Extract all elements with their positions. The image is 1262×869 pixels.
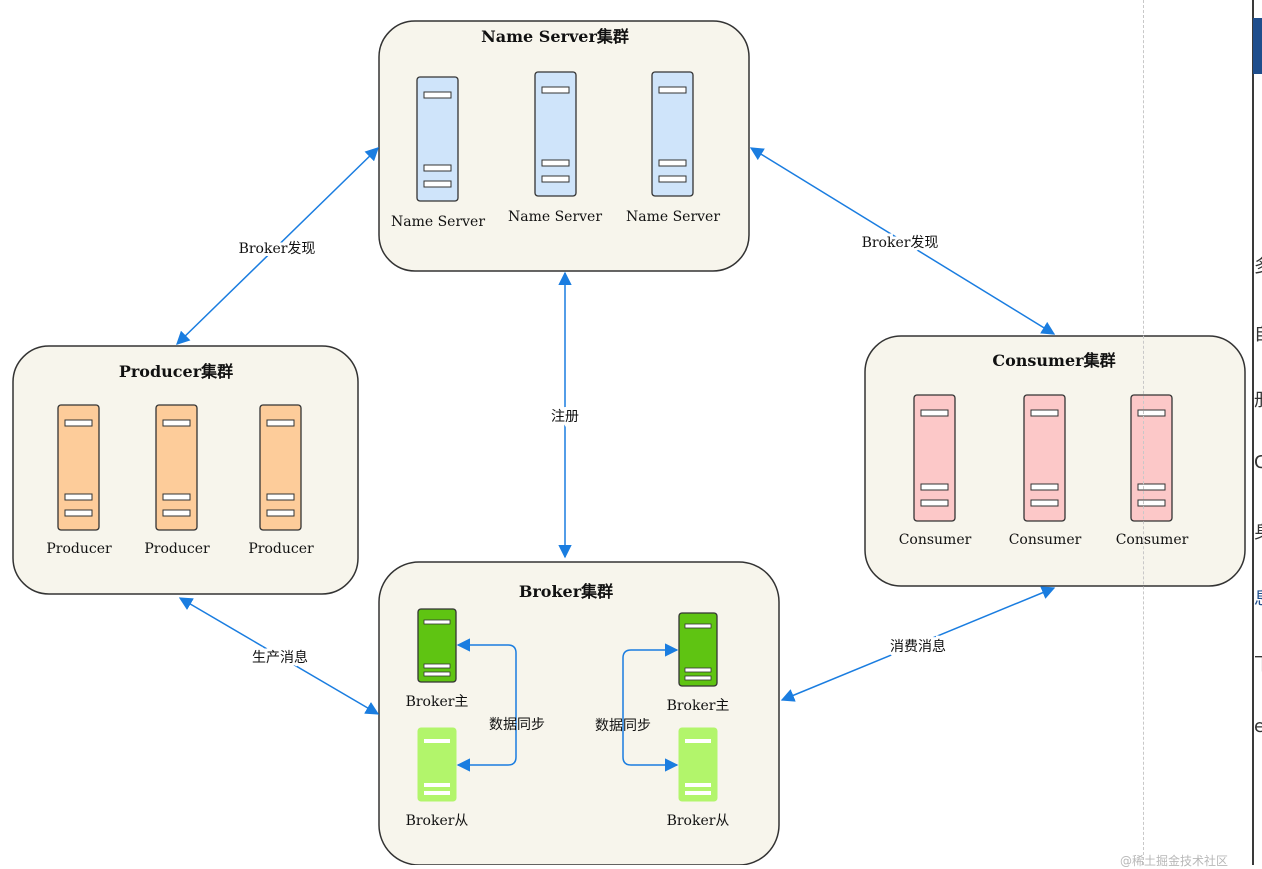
producer-server-icon xyxy=(57,404,100,531)
consume-label: 消费消息 xyxy=(890,638,946,655)
edge-text: 息 xyxy=(1254,584,1262,610)
page-divider xyxy=(1143,0,1144,865)
nameserver-node-label: Name Server xyxy=(391,214,485,230)
consumer-server-icon xyxy=(1130,394,1173,522)
watermark: @稀土掘金技术社区 xyxy=(1120,854,1229,868)
register-label: 注册 xyxy=(551,409,579,425)
edge-text: 多 xyxy=(1254,252,1262,278)
edge-text: 自 xyxy=(1254,320,1262,346)
edge-text: 下 xyxy=(1254,650,1262,676)
nameserver-server-icon xyxy=(534,71,577,197)
nameserver-node-label: Name Server xyxy=(508,209,602,225)
nameserver-node-label: Name Server xyxy=(626,209,720,225)
consumer-server-icon xyxy=(913,394,956,522)
producer-server-icon xyxy=(155,404,198,531)
consumer-cluster: Consumer集群 Consumer Consumer Consumer xyxy=(864,335,1246,587)
nameserver-cluster-title: Name Server集群 xyxy=(481,27,629,46)
broker-master-icon xyxy=(417,608,457,683)
broker-slave-label: Broker从 xyxy=(406,813,469,829)
producer-cluster-title: Producer集群 xyxy=(119,362,233,381)
producer-nameserver-arrow xyxy=(176,147,379,345)
broker-slave-icon xyxy=(417,727,457,802)
edge-blue-tab xyxy=(1253,18,1262,74)
adjacent-page-edge xyxy=(1252,0,1262,865)
edge-shadow xyxy=(1252,0,1254,865)
producer-cluster: Producer集群 Producer Producer Producer xyxy=(12,345,359,595)
producer-node-label: Producer xyxy=(248,541,314,557)
sync-right-arrow xyxy=(622,643,679,772)
nameserver-cluster: Name Server集群 Name Server Name Server Na… xyxy=(378,20,750,272)
consumer-node-label: Consumer xyxy=(1116,532,1189,548)
nameserver-server-icon xyxy=(416,76,459,202)
sync-left-label: 数据同步 xyxy=(489,717,545,733)
consumer-nameserver-arrow xyxy=(749,147,1056,335)
consumer-nameserver-label: Broker发现 xyxy=(862,235,939,251)
edge-text: e xyxy=(1254,716,1262,737)
nameserver-server-icon xyxy=(651,71,694,197)
broker-slave-icon xyxy=(678,727,718,802)
consumer-server-icon xyxy=(1023,394,1066,522)
sync-right-label: 数据同步 xyxy=(595,718,651,734)
consumer-cluster-title: Consumer集群 xyxy=(992,351,1115,370)
consumer-node-label: Consumer xyxy=(1009,532,1082,548)
producer-server-icon xyxy=(259,404,302,531)
producer-node-label: Producer xyxy=(144,541,210,557)
broker-master-label: Broker主 xyxy=(406,694,469,710)
consume-arrow xyxy=(780,586,1056,702)
edge-text: C xyxy=(1254,452,1262,473)
broker-slave-label: Broker从 xyxy=(667,813,730,829)
broker-cluster-title: Broker集群 xyxy=(519,582,613,601)
broker-master-icon xyxy=(678,612,718,687)
produce-label: 生产消息 xyxy=(252,649,308,666)
edge-text: 册 xyxy=(1254,386,1262,412)
producer-node-label: Producer xyxy=(46,541,112,557)
sync-left-arrow xyxy=(456,638,517,772)
broker-cluster: Broker集群 Broker主 Broker从 Broker主 xyxy=(378,561,780,865)
produce-arrow xyxy=(178,597,380,715)
consumer-node-label: Consumer xyxy=(899,532,972,548)
producer-nameserver-label: Broker发现 xyxy=(239,241,316,257)
edge-text: 身 xyxy=(1254,518,1262,544)
broker-master-label: Broker主 xyxy=(667,698,730,714)
